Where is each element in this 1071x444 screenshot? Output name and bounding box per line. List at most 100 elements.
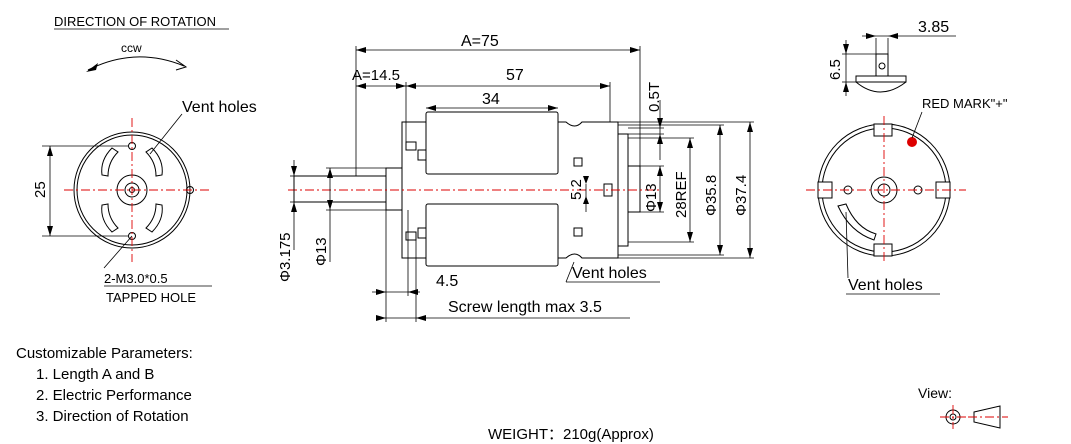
right-vent-leader bbox=[845, 211, 849, 279]
dim-shaft-arrow-top-icon bbox=[291, 166, 297, 176]
magnet-top bbox=[425, 111, 559, 175]
magnet-bottom bbox=[425, 203, 559, 267]
rear-boss bbox=[627, 165, 641, 213]
dim-385-arrow-right-icon bbox=[888, 33, 898, 39]
ccw-tail bbox=[175, 59, 188, 71]
dim-65-label: 6.5 bbox=[827, 59, 844, 80]
right-vent-label: Vent holes bbox=[848, 277, 923, 294]
view-cone bbox=[973, 405, 1001, 429]
dim-d374-arrow-bottom-icon bbox=[747, 248, 753, 258]
dim-d358-arrow-top-icon bbox=[717, 125, 723, 135]
screw-bottom bbox=[405, 231, 417, 241]
customizable-parameters: Customizable Parameters: 1. Length A and… bbox=[16, 343, 193, 427]
dim-34-arrow-left-icon bbox=[426, 105, 436, 111]
view-label: View: bbox=[918, 385, 952, 401]
dim-65-arrow-bottom-icon bbox=[843, 82, 849, 92]
screw-length-label: Screw length max 3.5 bbox=[448, 299, 602, 316]
notes-item-3: 3. Direction of Rotation bbox=[36, 408, 189, 425]
dim-25-arrow-bottom-icon bbox=[47, 226, 53, 236]
dim-05t-arrow-bottom-icon bbox=[657, 134, 663, 144]
terminal-detail: 3.85 6.5 bbox=[827, 19, 956, 96]
dim-28ref-arrow-top-icon bbox=[687, 138, 693, 148]
brush-holder-bottom bbox=[873, 243, 893, 257]
screw-arrow-left-icon bbox=[376, 315, 386, 321]
dim-d13r-label: Φ13 bbox=[643, 183, 660, 212]
left-vent-slot-1 bbox=[101, 147, 119, 177]
dim-385-arrow-left-icon bbox=[866, 33, 876, 39]
dim-shaft-arrow-bottom-icon bbox=[291, 202, 297, 212]
right-end-view: RED MARK"+" Vent holes bbox=[806, 96, 1008, 295]
dim-57-arrow-left-icon bbox=[406, 83, 416, 89]
dim-52-label: 5.2 bbox=[568, 179, 585, 200]
terminal-top bbox=[573, 157, 583, 167]
left-vent-holes-label: Vent holes bbox=[182, 99, 257, 116]
dim-d358-arrow-bottom-icon bbox=[717, 245, 723, 255]
left-end-view: 25 Vent holes 2-M3.0*0.5 TAPPED HOLE bbox=[32, 99, 257, 305]
shaft bbox=[293, 175, 399, 203]
dim-d374-arrow-top-icon bbox=[747, 122, 753, 132]
tapped-hole-leader bbox=[103, 235, 133, 269]
notes-item-1: 1. Length A and B bbox=[36, 366, 155, 383]
screw-top bbox=[405, 141, 417, 151]
side-vent-label: Vent holes bbox=[572, 265, 647, 282]
ccw-arc bbox=[87, 56, 185, 71]
dim-a145-label: A=14.5 bbox=[352, 67, 400, 84]
screw-arrow-right-icon bbox=[416, 315, 426, 321]
dim-25-arrow-top-icon bbox=[47, 146, 53, 156]
notes-title: Customizable Parameters: bbox=[16, 345, 193, 362]
dim-45-arrow-right-icon bbox=[408, 289, 418, 295]
terminal-base bbox=[855, 75, 907, 83]
dim-d374-label: Φ37.4 bbox=[733, 175, 750, 216]
dim-d13r-arrow-top-icon bbox=[657, 166, 663, 176]
side-vent-leader bbox=[565, 261, 575, 283]
left-vent-slot-4 bbox=[145, 203, 163, 233]
tapped-hole-label-2: TAPPED HOLE bbox=[106, 290, 196, 305]
dim-a145-arrow-left-icon bbox=[356, 83, 366, 89]
dim-28ref-arrow-bottom-icon bbox=[687, 232, 693, 242]
terminal-tab bbox=[875, 53, 889, 77]
dim-385-label: 3.85 bbox=[918, 19, 949, 36]
dim-28ref-label: 28REF bbox=[673, 171, 690, 218]
dim-34-label: 34 bbox=[482, 91, 500, 108]
brush-holder-top bbox=[873, 123, 893, 137]
dim-57-label: 57 bbox=[506, 67, 524, 84]
dim-d13r-arrow-bottom-icon bbox=[657, 202, 663, 212]
dim-05t-arrow-top-icon bbox=[657, 118, 663, 128]
dim-boss-label: Φ13 bbox=[313, 237, 330, 266]
dim-d358-label: Φ35.8 bbox=[703, 175, 720, 216]
dim-05t-label: 0.5T bbox=[646, 82, 663, 112]
dim-boss-arrow-bottom-icon bbox=[327, 200, 333, 210]
red-mark-label: RED MARK"+" bbox=[922, 96, 1008, 111]
dim-34-arrow-right-icon bbox=[548, 105, 558, 111]
notes-item-2: 2. Electric Performance bbox=[36, 387, 192, 404]
terminal-bottom bbox=[573, 227, 583, 237]
dim-45-label: 4.5 bbox=[436, 273, 458, 290]
side-view: A=75 A=14.5 57 34 0.5T Φ13 bbox=[277, 33, 754, 322]
dim-a75-arrow-right-icon bbox=[630, 47, 640, 53]
ccw-label: ccw bbox=[121, 41, 142, 55]
right-vent-slot bbox=[837, 203, 877, 241]
red-mark-leader bbox=[911, 111, 923, 139]
dim-boss-arrow-top-icon bbox=[327, 168, 333, 178]
dim-45-arrow-left-icon bbox=[376, 289, 386, 295]
rotation-title: DIRECTION OF ROTATION bbox=[54, 14, 216, 29]
ccw-arrow-icon bbox=[86, 63, 98, 72]
left-vent-slot-3 bbox=[101, 203, 119, 233]
red-mark-dot bbox=[907, 137, 917, 147]
dim-a75-arrow-left-icon bbox=[356, 47, 366, 53]
dim-65-arrow-top-icon bbox=[843, 44, 849, 54]
dim-shaft-label: Φ3.175 bbox=[277, 232, 294, 282]
rotation-direction-block: DIRECTION OF ROTATION ccw bbox=[54, 14, 229, 72]
screw-mark-bottom bbox=[417, 227, 427, 239]
dim-a75-label: A=75 bbox=[461, 33, 499, 50]
tapped-hole-label-1: 2-M3.0*0.5 bbox=[104, 271, 168, 286]
terminal-hole bbox=[878, 62, 886, 70]
dim-a145-arrow-right-icon bbox=[396, 83, 406, 89]
screw-mark-top bbox=[417, 149, 427, 161]
left-vent-leader bbox=[149, 113, 183, 155]
dim-52-arrow-top-icon bbox=[583, 176, 589, 184]
dim-25-label: 25 bbox=[32, 181, 49, 198]
dim-52-arrow-bottom-icon bbox=[583, 196, 589, 204]
terminal-can-arc bbox=[855, 81, 907, 93]
weight-label: WEIGHT：210g(Approx) bbox=[488, 426, 654, 443]
